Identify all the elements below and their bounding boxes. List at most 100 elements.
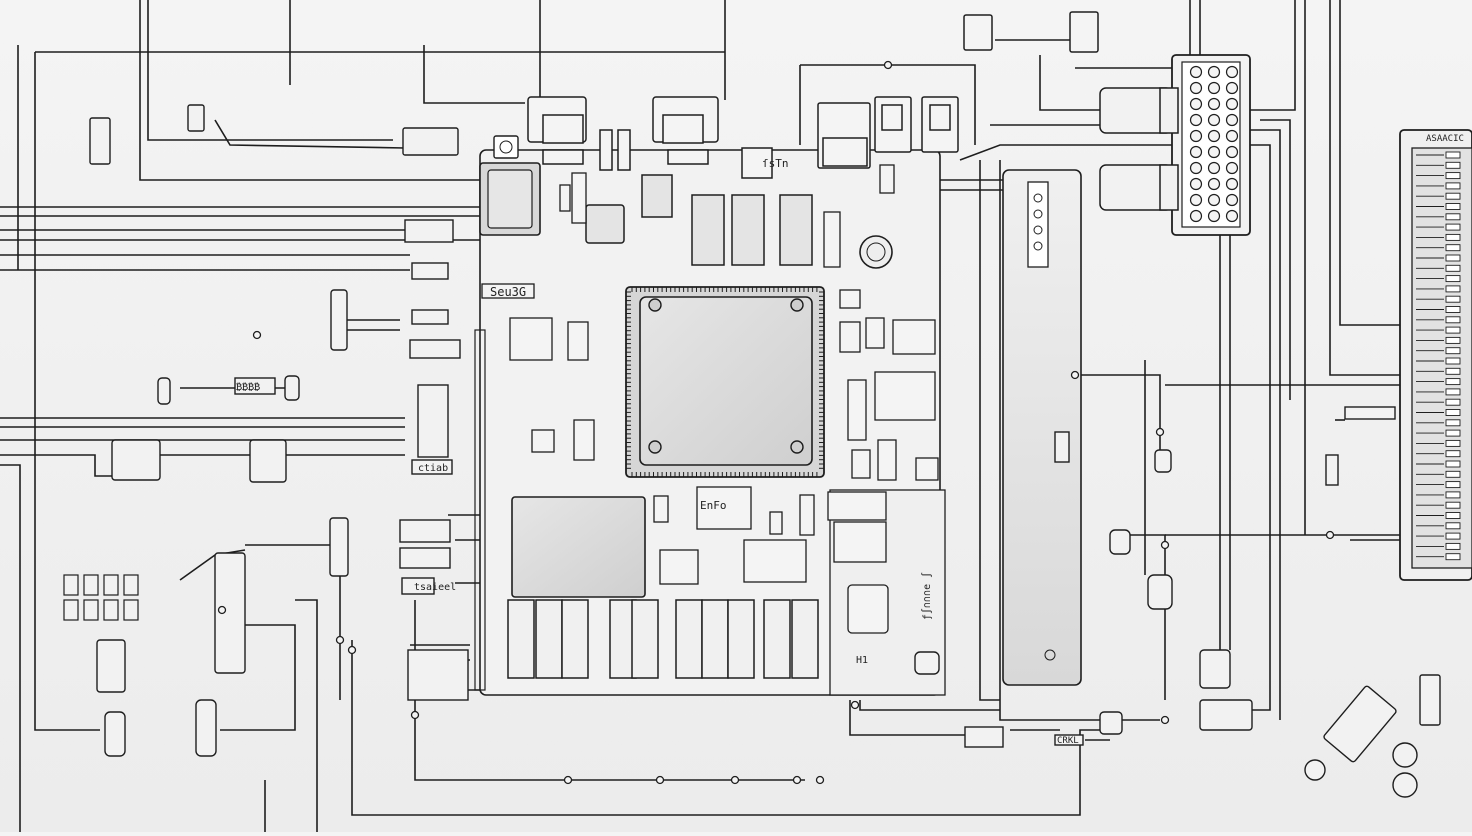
terminal-screw — [1189, 129, 1203, 143]
memory-chip — [511, 496, 646, 598]
side-note: ƒ∫∩∩∩e ∫ — [921, 572, 933, 620]
bottom-note: CRKL — [1057, 736, 1079, 746]
edge-pin — [1445, 244, 1461, 252]
edge-connector — [1399, 129, 1472, 581]
board-components — [481, 164, 939, 634]
edge-pin — [1445, 439, 1461, 447]
edge-pin — [1445, 378, 1461, 386]
edge-pin — [1445, 295, 1461, 303]
header-marking: Seu3G — [490, 285, 526, 299]
junctions — [217, 60, 1335, 785]
terminal-screw — [1207, 81, 1221, 95]
edge-pin — [1445, 409, 1461, 416]
terminal-screw — [1225, 193, 1239, 207]
terminal-screw — [1225, 177, 1239, 191]
edge-pin — [1445, 357, 1461, 365]
chip-u2-label: ſsTn — [762, 157, 789, 170]
right-components — [914, 406, 1441, 798]
edge-pin — [1445, 161, 1461, 169]
cans — [1099, 87, 1179, 211]
terminal-screw — [1225, 161, 1239, 175]
chip-u1-label: EnFo — [700, 499, 727, 512]
terminal-screw — [1225, 209, 1239, 223]
edge-pin — [1445, 460, 1461, 468]
terminal-screw — [1189, 97, 1203, 111]
edge-pin — [1445, 172, 1461, 180]
edge-pin — [1445, 182, 1461, 190]
left-components — [89, 104, 469, 757]
terminal-screw — [1207, 97, 1221, 111]
wires-right — [799, 0, 1400, 741]
edge-pin — [1445, 388, 1461, 396]
markings: EnFo ſsTn Seu3G tsaieel ASAACIC ƒ∫∩∩∩e ∫… — [236, 134, 1464, 746]
edge-pin — [1445, 481, 1461, 489]
edge-pin — [1445, 275, 1461, 283]
top-headers — [527, 11, 1099, 179]
edge-pin — [1445, 223, 1461, 231]
terminal-screw — [1225, 81, 1239, 95]
terminal-screw — [1189, 113, 1203, 127]
resistor-marking: ₿₿₿₿ — [236, 382, 260, 393]
terminal-screw — [1207, 145, 1221, 159]
crystal — [859, 235, 893, 269]
edge-pin — [1445, 512, 1461, 519]
connector-marking: ASAACIC — [1426, 134, 1464, 144]
edge-pin — [1445, 470, 1461, 478]
terminal-screw — [1225, 113, 1239, 127]
terminal-screw — [1189, 193, 1203, 207]
edge-pin — [1445, 429, 1461, 437]
terminal-block — [1171, 54, 1251, 236]
terminal-screw — [1207, 65, 1221, 79]
edge-pin — [1445, 192, 1461, 200]
left-part-marking: ctiab — [418, 463, 448, 474]
transistor-array — [63, 574, 139, 621]
terminal-screw — [1207, 177, 1221, 191]
module-marking: tsaieel — [414, 582, 456, 593]
edge-pin — [1445, 491, 1461, 499]
terminal-screw — [1207, 129, 1221, 143]
edge-pin — [1445, 532, 1461, 540]
edge-pin — [1445, 347, 1461, 355]
terminal-screw — [1225, 65, 1239, 79]
terminal-screw — [1189, 145, 1203, 159]
terminal-screw — [1189, 209, 1203, 223]
terminal-screw — [1207, 113, 1221, 127]
edge-pin — [1445, 213, 1461, 221]
wires-left — [0, 0, 1120, 832]
edge-pin — [1445, 151, 1461, 159]
mcu-chip — [625, 286, 825, 478]
terminal-screw — [1189, 65, 1203, 79]
edge-pin — [1445, 367, 1461, 375]
terminal-screw — [1225, 97, 1239, 111]
edge-pin — [1445, 542, 1461, 550]
edge-pin — [1445, 326, 1461, 334]
terminal-screw — [1189, 81, 1203, 95]
edge-pin — [1445, 316, 1461, 324]
relay-row — [507, 599, 819, 679]
terminal-screw — [1225, 145, 1239, 159]
terminal-screw — [1225, 129, 1239, 143]
edge-pin — [1445, 501, 1461, 509]
edge-pin — [1445, 419, 1461, 427]
small-ic — [479, 135, 541, 236]
chip-row — [585, 174, 813, 266]
edge-pin — [1445, 306, 1461, 313]
led-marking: H1 — [856, 655, 868, 666]
edge-pin — [1445, 553, 1461, 561]
edge-pin — [1445, 336, 1461, 344]
edge-pin — [1445, 233, 1461, 241]
edge-pin — [1445, 522, 1461, 530]
edge-pin — [1445, 450, 1461, 458]
edge-pin — [1445, 285, 1461, 293]
terminal-screw — [1207, 193, 1221, 207]
terminal-screw — [1207, 161, 1221, 175]
edge-pin — [1445, 203, 1461, 210]
terminal-screw — [1207, 209, 1221, 223]
edge-pin — [1445, 254, 1461, 262]
terminal-screw — [1189, 161, 1203, 175]
terminal-screw — [1189, 177, 1203, 191]
edge-pin — [1445, 264, 1461, 272]
edge-pin — [1445, 398, 1461, 406]
